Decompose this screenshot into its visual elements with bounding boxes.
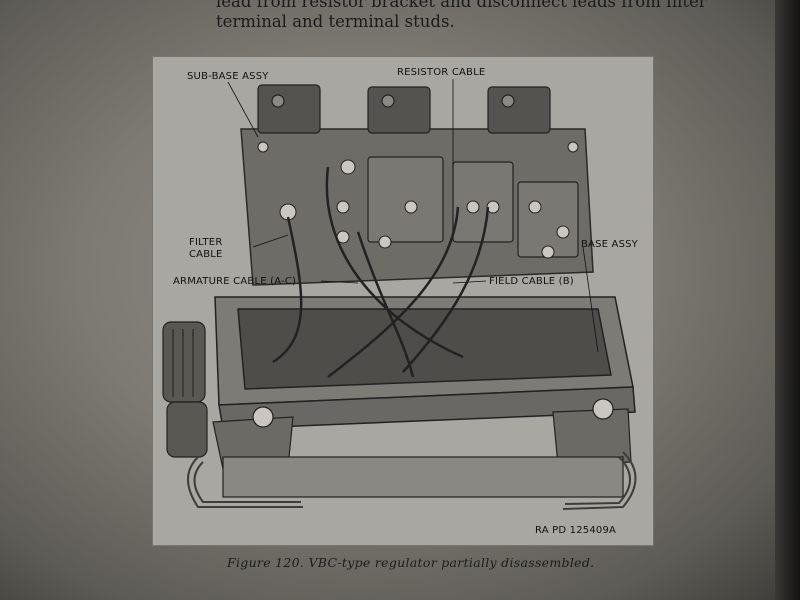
body-text-line: lead from resistor bracket and disconnec… [216,0,707,11]
page-edge-shadow [775,0,800,600]
body-text-line: terminal and terminal studs. [216,12,455,31]
cables [272,166,490,378]
shock-straps [187,451,637,510]
callout-sub-base-assy: SUB-BASE ASSY [187,71,269,82]
callout-base-assy: BASE ASSY [581,239,638,250]
sub-base-screws [257,141,579,259]
regulator-drawing [162,79,637,510]
relay-units [257,84,551,134]
figure-caption: Figure 120. VBC-type regulator partially… [227,555,595,570]
figure-reference-number: RA PD 125409A [535,525,617,536]
callout-armature-cable: ARMATURE CABLE (A-C) [173,276,297,287]
connector-plugs [162,321,208,458]
callout-filter-cable-1: FILTER [189,237,223,248]
callout-resistor-cable: RESISTOR CABLE [397,67,486,78]
leader-lines [227,79,599,353]
callout-field-cable: FIELD CABLE (B) [489,276,574,287]
figure-illustration: SUB-BASE ASSY RESISTOR CABLE FILTER CABL… [152,56,654,546]
mounting-feet [212,398,632,498]
body-text: lead from resistor bracket and disconnec… [216,0,736,32]
base-housing [214,296,636,430]
callout-filter-cable-2: CABLE [189,249,223,260]
